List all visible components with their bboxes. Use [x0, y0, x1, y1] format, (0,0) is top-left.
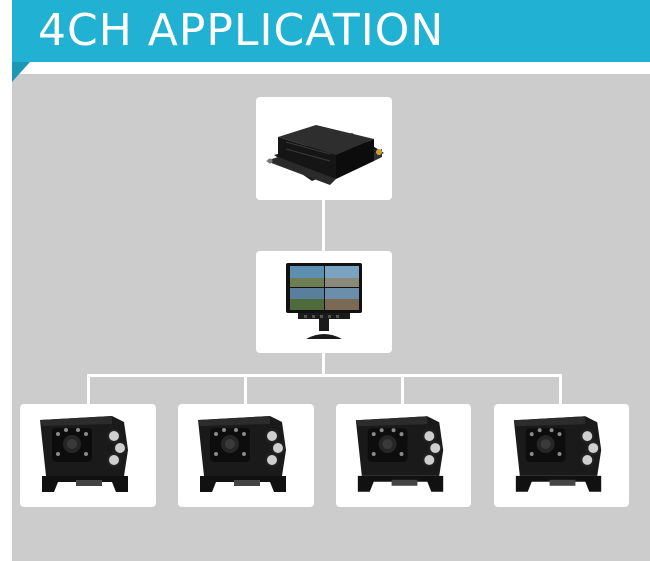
- camera-card-1: [20, 404, 156, 507]
- camera-icon: [513, 416, 602, 492]
- connector-bus: [87, 374, 562, 377]
- connector-camera-2: [244, 374, 247, 405]
- camera-icon: [355, 416, 444, 492]
- camera-icon: [198, 416, 286, 492]
- connector-camera-1: [87, 374, 90, 405]
- connector-camera-4: [559, 374, 562, 405]
- connector-dvr-monitor: [322, 199, 325, 251]
- connector-monitor-bus: [322, 352, 325, 376]
- mobile-dvr-icon: [266, 125, 384, 185]
- monitor-card: [256, 251, 392, 353]
- camera-card-3: [336, 404, 471, 507]
- dvr-card: [256, 97, 392, 200]
- camera-card-4: [494, 404, 629, 507]
- title-banner-fold: [12, 62, 30, 82]
- page-title: 4CH APPLICATION: [38, 5, 445, 56]
- camera-icon: [40, 416, 128, 492]
- connector-camera-3: [401, 374, 404, 405]
- title-banner: [12, 0, 650, 62]
- quad-monitor-icon: [286, 263, 362, 339]
- camera-card-2: [178, 404, 314, 507]
